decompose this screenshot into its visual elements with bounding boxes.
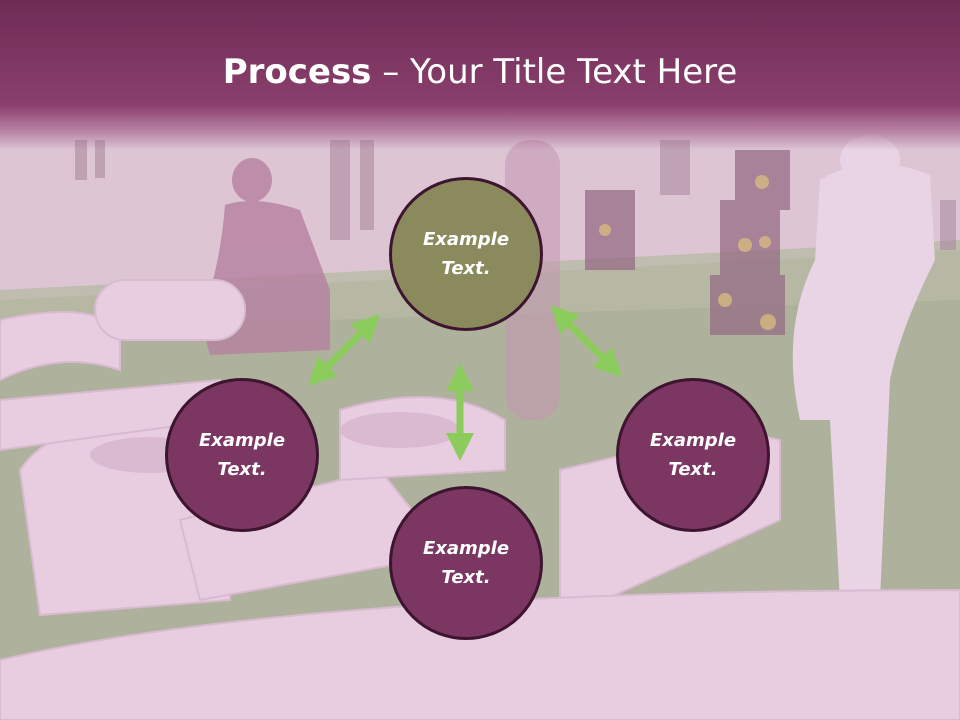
circle-right-text: Example Text. xyxy=(649,430,737,480)
circle-top-text: Example Text. xyxy=(422,229,510,279)
title-bar xyxy=(0,0,960,150)
circle-top[interactable]: Example Text. xyxy=(389,177,543,331)
circle-right[interactable]: Example Text. xyxy=(616,378,770,532)
title-bold: Process xyxy=(222,52,372,92)
circle-left[interactable]: Example Text. xyxy=(165,378,319,532)
title-rest: – Your Title Text Here xyxy=(371,52,738,92)
circle-left-text: Example Text. xyxy=(198,430,286,480)
circle-bottom[interactable]: Example Text. xyxy=(389,486,543,640)
circle-bottom-text: Example Text. xyxy=(422,538,510,588)
slide-title[interactable]: Process – Your Title Text Here xyxy=(0,52,960,92)
